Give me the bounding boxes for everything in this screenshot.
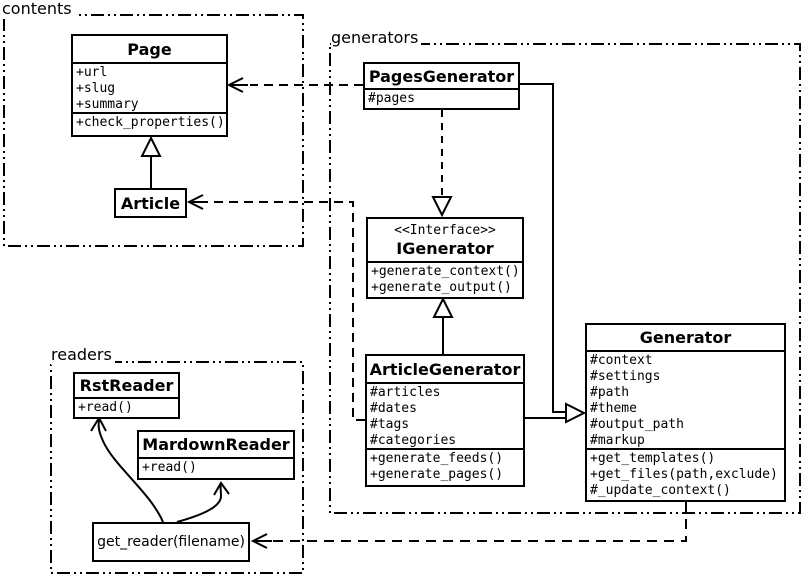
class-box-page: Page +url +slug +summary +check_properti… — [71, 34, 228, 137]
arrow-getreader-to-mardownreader — [176, 481, 230, 523]
package-label-readers: readers — [51, 347, 115, 365]
class-methods-mardownreader: +read() — [139, 457, 293, 478]
attribute: #tags — [370, 417, 410, 432]
node-get-reader: get_reader(filename) — [92, 522, 250, 562]
attribute: +slug — [76, 81, 116, 96]
package-frame-generators — [329, 43, 801, 514]
class-title-mardownreader: MardownReader — [142, 435, 290, 454]
class-attributes-pagesgenerator: #pages — [365, 88, 518, 108]
package-frame-readers — [50, 361, 304, 574]
attribute: +summary — [76, 97, 139, 112]
class-title-pagesgenerator: PagesGenerator — [368, 66, 515, 86]
class-box-generator: Generator #context #settings #path #them… — [585, 323, 786, 502]
class-box-mardownreader: MardownReader +read() — [137, 430, 295, 480]
method: +generate_pages() — [370, 467, 504, 482]
dependency-pagesgenerator-to-page — [226, 77, 363, 93]
attribute: #pages — [368, 91, 415, 106]
class-attributes-generator: #context #settings #path #theme #output_… — [587, 350, 784, 448]
method: +read() — [142, 460, 197, 475]
class-title-article: Article — [120, 193, 181, 213]
attribute: #articles — [370, 385, 441, 400]
class-methods-rstreader: +read() — [75, 397, 178, 417]
attribute: #theme — [590, 401, 637, 416]
class-title-igenerator: <<Interface>> IGenerator — [368, 219, 522, 261]
method: +generate_output() — [371, 280, 512, 295]
class-methods-articlegenerator: +generate_feeds() +generate_pages() — [367, 448, 523, 485]
class-methods-generator: +get_templates() +get_files(path,exclude… — [587, 448, 784, 500]
class-methods-igenerator: +generate_context() +generate_output() — [368, 261, 522, 297]
class-box-article: Article — [114, 188, 187, 218]
method: +generate_context() — [371, 264, 519, 279]
class-title-rstreader: RstReader — [79, 376, 174, 395]
class-box-pagesgenerator: PagesGenerator #pages — [363, 62, 520, 110]
attribute: #path — [590, 385, 630, 400]
method: +generate_feeds() — [370, 451, 504, 466]
inheritance-to-generator — [520, 83, 587, 424]
class-box-articlegenerator: ArticleGenerator #articles #dates #tags … — [365, 354, 525, 487]
inheritance-article-to-page — [140, 135, 162, 188]
class-title-page: Page — [127, 39, 172, 59]
attribute: #settings — [590, 369, 661, 384]
class-title-articlegenerator: ArticleGenerator — [369, 359, 521, 379]
attribute: #context — [590, 353, 653, 368]
inheritance-articlegenerator-to-igenerator — [432, 296, 454, 354]
attribute: #dates — [370, 401, 417, 416]
class-name: IGenerator — [396, 238, 494, 258]
class-methods-page: +check_properties() — [73, 112, 226, 135]
method: +read() — [78, 400, 133, 415]
method: #_update_context() — [590, 483, 731, 498]
attribute: +url — [76, 65, 108, 80]
class-box-igenerator: <<Interface>> IGenerator +generate_conte… — [366, 217, 524, 299]
class-attributes-articlegenerator: #articles #dates #tags #categories — [367, 382, 523, 448]
attribute: #categories — [370, 433, 457, 448]
realization-pagesgenerator-to-igenerator — [431, 110, 453, 218]
dependency-articlegenerator-to-article — [186, 194, 365, 421]
package-frame-contents — [3, 14, 304, 247]
attribute: #markup — [590, 433, 645, 448]
dependency-generator-to-getreader — [250, 502, 687, 549]
package-label-generators: generators — [331, 30, 422, 48]
stereotype-label: <<Interface>> — [394, 222, 496, 238]
class-attributes-page: +url +slug +summary — [73, 62, 226, 112]
method: +check_properties() — [76, 115, 223, 130]
class-box-rstreader: RstReader +read() — [73, 372, 180, 419]
attribute: #output_path — [590, 417, 684, 432]
class-title-generator: Generator — [639, 328, 732, 347]
package-label-contents: contents — [2, 1, 75, 19]
method: +get_files(path,exclude) — [590, 467, 778, 482]
method: +get_templates() — [590, 451, 716, 466]
